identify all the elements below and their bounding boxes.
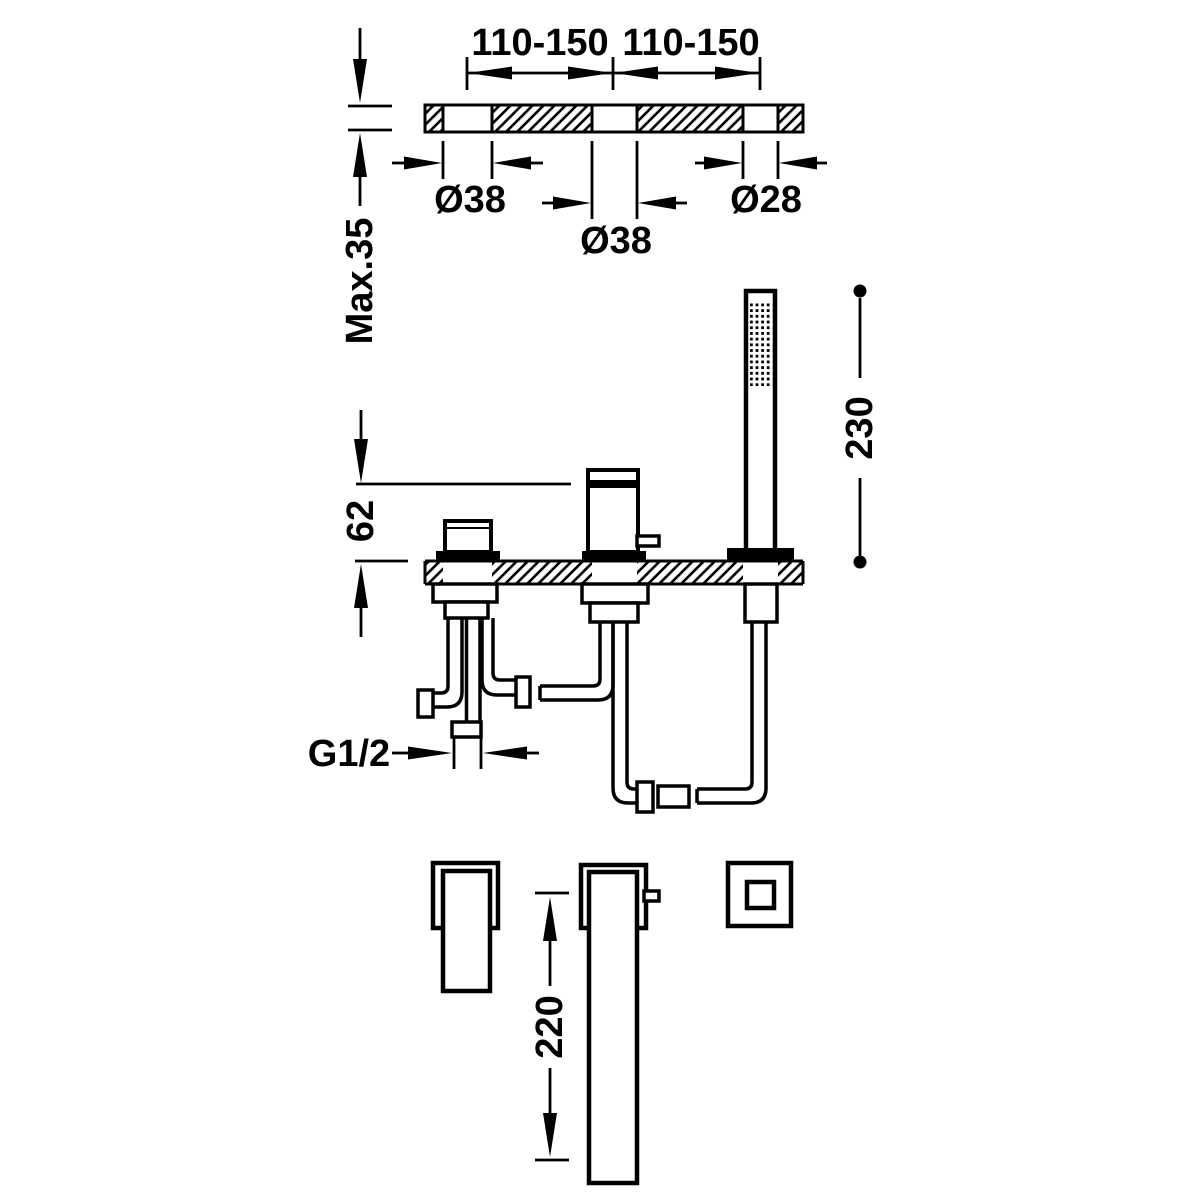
handshower-holder-front-view <box>725 860 794 929</box>
height-230-dimension: 230 <box>839 284 881 569</box>
g12-connection-nut <box>450 720 483 739</box>
inlet-fitting-left <box>416 688 435 719</box>
handshower-spray-face <box>749 302 773 386</box>
side-view-installation: 62 <box>308 284 881 814</box>
front-view-components: 220 <box>430 860 794 1186</box>
outlet-fitting-left <box>514 675 532 709</box>
height-62-dimension: 62 <box>340 410 571 637</box>
hole-left-diameter-label: Ø38 <box>434 179 506 221</box>
mixer-base-plate <box>582 551 646 561</box>
spout-front-view <box>578 862 661 1186</box>
handle-base-plate <box>436 551 500 561</box>
deck-thickness-label: Max.35 <box>339 218 381 345</box>
height-230-label: 230 <box>839 396 881 459</box>
height-62-label: 62 <box>340 500 382 542</box>
spout-nub-front <box>642 889 661 903</box>
handle-side-view <box>436 519 500 561</box>
top-view-deck-section: 110-150 110-150 <box>339 22 827 344</box>
length-220-label: 220 <box>529 995 571 1058</box>
hole-center-diameter-label: Ø38 <box>580 220 652 262</box>
mixer-body-side-view <box>582 468 661 561</box>
spout-outlet-nub <box>635 534 661 548</box>
hole-spacing-dimension <box>465 57 762 90</box>
hole-diameter-dimensions: Ø38 Ø38 Ø28 <box>392 141 827 262</box>
length-220-dimension: 220 <box>529 891 571 1162</box>
deck-bar-side-view <box>423 559 805 586</box>
hose-fitting <box>635 780 655 814</box>
deck-thickness-dimension: Max.35 <box>339 28 392 344</box>
left-valve-assembly <box>416 582 532 739</box>
handshower-outlet-assembly <box>695 582 779 805</box>
center-valve-assembly <box>538 582 691 814</box>
hole-spacing-left-label: 110-150 <box>471 22 608 64</box>
g12-dimension: G1/2 <box>308 733 539 775</box>
hole-right-diameter-label: Ø28 <box>730 179 802 221</box>
handshower-side-view <box>727 288 794 561</box>
deck-bar-top-view <box>423 103 805 134</box>
hose-coupling <box>656 784 691 809</box>
g12-label: G1/2 <box>308 733 390 775</box>
hole-spacing-right-label: 110-150 <box>622 22 759 64</box>
handshower-base-plate <box>727 548 794 561</box>
handle-front-view <box>430 860 501 994</box>
